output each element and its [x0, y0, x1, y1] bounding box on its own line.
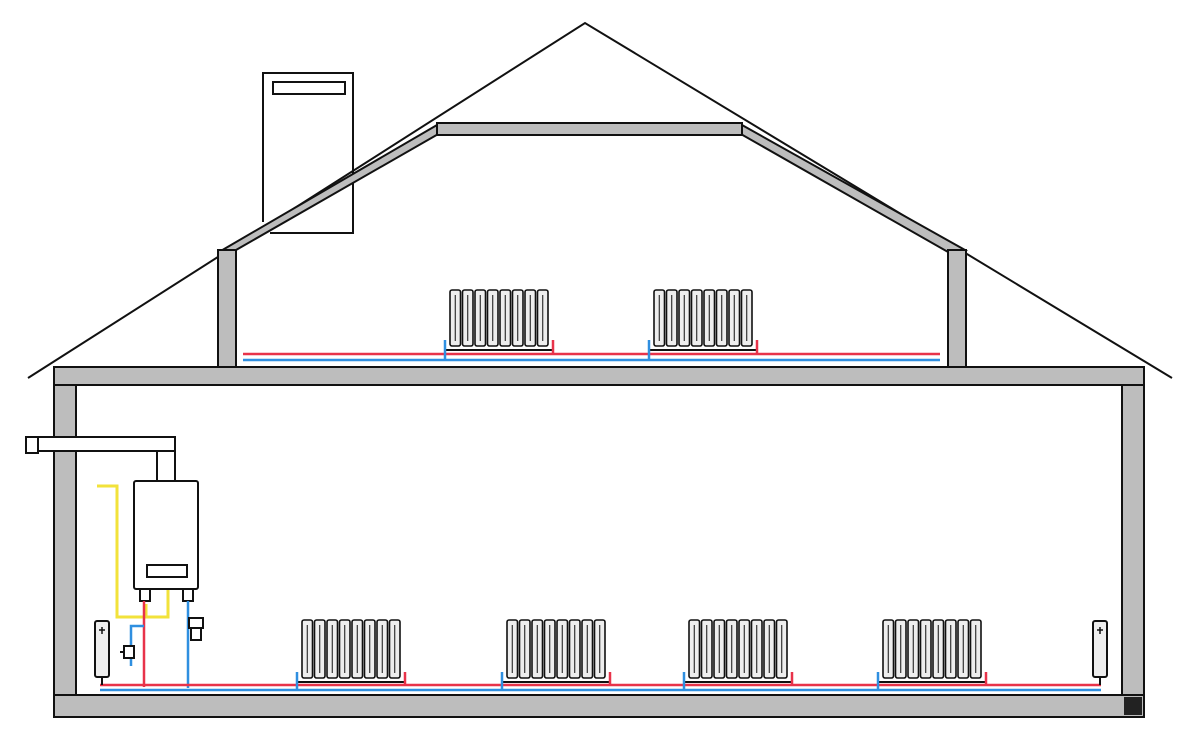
flue-pipe — [25, 436, 176, 482]
towel-radiator-right-icon — [1092, 620, 1108, 685]
attic-floor-slab — [53, 366, 1145, 386]
ground-floor-slab — [53, 694, 1145, 718]
ground-radiator-3-icon — [682, 619, 794, 691]
ground-radiator-2-icon — [500, 619, 612, 691]
ground-radiator-1-icon — [295, 619, 407, 691]
attic-radiator-2-icon — [647, 289, 759, 360]
roof-outline — [27, 21, 1173, 379]
filter-valve-icon — [188, 617, 204, 641]
right-rafter — [721, 124, 969, 254]
left-wall — [53, 366, 77, 718]
ground-radiator-4-icon — [876, 619, 988, 691]
attic-radiator-1-icon — [443, 289, 555, 360]
radiators-group — [295, 289, 988, 691]
wall-mounted-gas-boiler-icon — [133, 480, 199, 602]
gas-pipe — [97, 484, 148, 619]
valve-icon — [120, 645, 135, 659]
right-wall — [1121, 366, 1145, 718]
collar-tie — [436, 122, 743, 136]
towel-radiator-left-icon — [94, 620, 110, 685]
right-knee-wall — [947, 249, 967, 368]
left-knee-wall — [217, 249, 237, 368]
